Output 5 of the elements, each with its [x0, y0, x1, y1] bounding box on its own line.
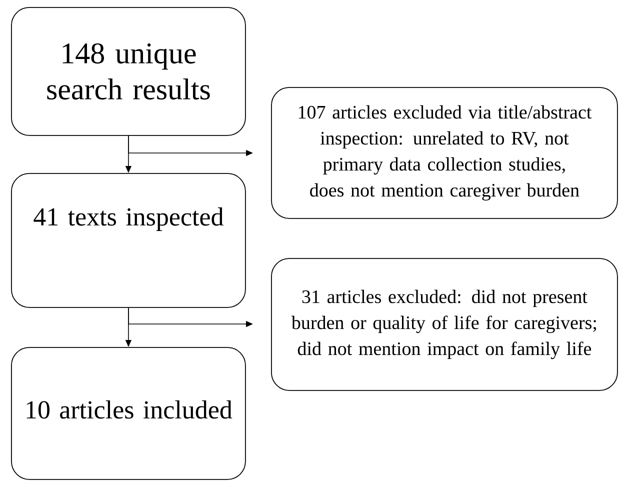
process-box: 10 articles included [11, 346, 246, 480]
process-box: 148 unique search results [11, 7, 246, 136]
process-box: 107 articles excluded via title/abstract inspection: unrelated to RV, not primary data collection studies, does not mention caregiver burden [271, 87, 618, 219]
process-box: 41 texts inspected [11, 173, 246, 308]
process-box: 31 articles excluded: did not present burden or quality of life for caregivers; did not mention impact on family life [271, 258, 618, 391]
